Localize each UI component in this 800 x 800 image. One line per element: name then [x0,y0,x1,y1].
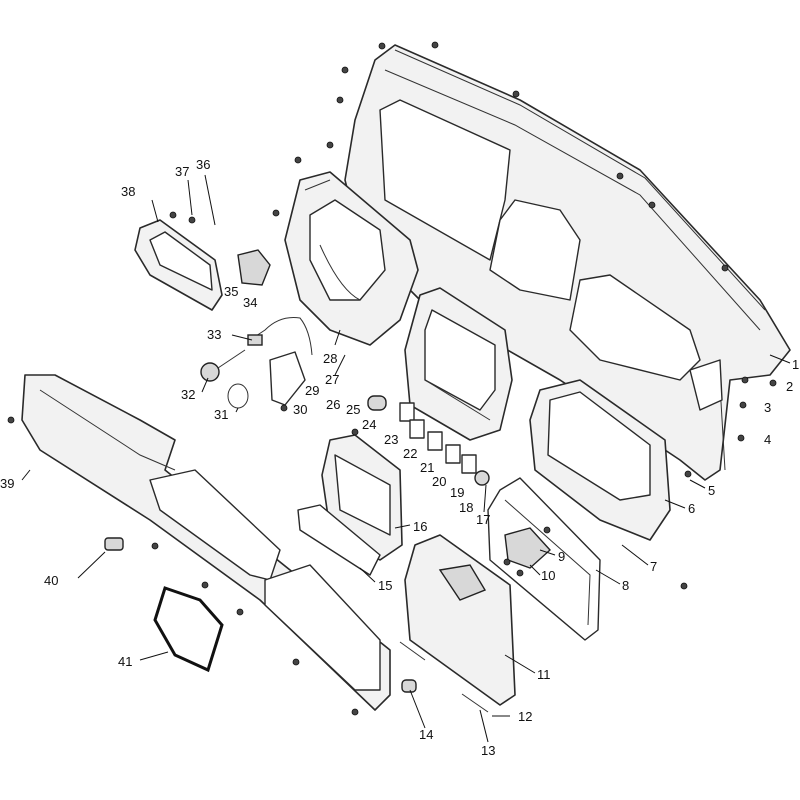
callout-5: 5 [708,483,715,498]
callout-25: 25 [346,402,360,417]
callout-24: 24 [362,417,376,432]
glovebox-door-frame [487,477,601,641]
leader-lines [21,174,791,743]
callout-6: 6 [688,501,695,516]
wiring-harness [247,317,313,356]
callout-15: 15 [378,578,392,593]
callout-36: 36 [196,157,210,172]
callout-7: 7 [650,559,657,574]
callout-16: 16 [413,519,427,534]
callout-21: 21 [420,460,434,475]
callout-9: 9 [558,549,565,564]
bin-rail [297,504,381,576]
damper [401,679,417,693]
cluster-hood [134,219,223,311]
callout-26: 26 [326,397,340,412]
callout-32: 32 [181,387,195,402]
callout-27: 27 [325,372,339,387]
vent-plug [367,395,387,411]
callout-38: 38 [121,184,135,199]
glovebox-bin [529,379,671,541]
callout-23: 23 [384,432,398,447]
bulb-socket [104,537,124,551]
callout-10: 10 [541,568,555,583]
callout-37: 37 [175,164,189,179]
callout-30: 30 [293,402,307,417]
callout-41: 41 [118,654,132,669]
callout-14: 14 [419,727,433,742]
dashboard-carrier [344,44,791,481]
callout-1: 1 [792,357,799,372]
callout-31: 31 [214,407,228,422]
callout-39: 39 [0,476,14,491]
callout-35: 35 [224,284,238,299]
fasteners [7,41,777,716]
instrument-bezel [284,171,419,346]
gasket [153,586,224,673]
switch-blanks [399,402,490,486]
callout-18: 18 [459,500,473,515]
callout-17: 17 [476,512,490,527]
callout-40: 40 [44,573,58,588]
glovebox-door [404,534,516,706]
callout-33: 33 [207,327,221,342]
callout-13: 13 [481,743,495,758]
callout-19: 19 [450,485,464,500]
callout-8: 8 [622,578,629,593]
center-stack-frame [404,287,513,441]
bracket [269,351,306,406]
callout-22: 22 [403,446,417,461]
callout-11: 11 [537,667,551,682]
knob [200,349,246,382]
callout-2: 2 [786,379,793,394]
callout-12: 12 [518,709,532,724]
callout-4: 4 [764,432,771,447]
ring-gasket [227,383,249,409]
callout-28: 28 [323,351,337,366]
callout-29: 29 [305,383,319,398]
callout-labels: 1 2 3 4 5 6 7 8 9 10 11 12 13 14 15 16 1… [0,157,799,758]
switch-module [237,249,271,286]
glovebox-latch [504,527,551,569]
pins [399,641,489,713]
lower-trim-panel [21,374,391,711]
callout-34: 34 [243,295,257,310]
callout-20: 20 [432,474,446,489]
callout-3: 3 [764,400,771,415]
